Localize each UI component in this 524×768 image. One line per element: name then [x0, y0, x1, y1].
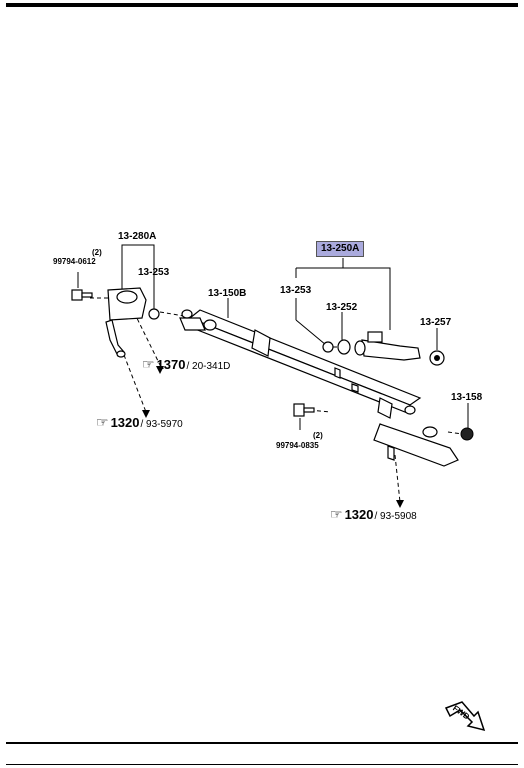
label-13-253-right: 13-253 [280, 285, 312, 296]
label-13-158: 13-158 [451, 392, 483, 403]
ref-1320-a-main: 1320 [110, 415, 140, 430]
rail-stub-1 [334, 367, 341, 379]
label-13-252: 13-252 [326, 302, 358, 313]
ref-1320-a-sub: / 93-5970 [140, 419, 183, 430]
rail-bracket-2 [377, 397, 393, 419]
label-13-253-left: 13-253 [138, 267, 170, 278]
ref-1370-main: 1370 [156, 357, 186, 372]
dash-to-1320a [123, 354, 147, 413]
arrowhead-1370 [156, 366, 164, 374]
bolt-left [71, 289, 93, 301]
label-qty-bottom: (2) [313, 431, 323, 440]
rail-bracket-1 [251, 329, 271, 357]
rail-hole-2 [203, 319, 217, 331]
ref-1370[interactable]: ☞ 1370 / 20-341D [142, 356, 230, 373]
pointing-hand-icon: ☞ [142, 356, 155, 372]
ref-1370-sub: / 20-341D [186, 361, 231, 372]
dash-to-1370 [127, 299, 161, 366]
rail-hole-3 [404, 405, 416, 415]
insulator-core [434, 355, 440, 361]
label-13-280a: 13-280A [118, 231, 157, 242]
leader-13-280a [121, 244, 155, 257]
dash-13-158 [447, 431, 463, 435]
label-13-150b: 13-150B [208, 288, 247, 299]
label-qty-left: (2) [92, 248, 102, 257]
pressure-regulator [105, 287, 147, 358]
label-13-257: 13-257 [420, 317, 452, 328]
bottom-rule-thin [6, 764, 518, 765]
ref-1320-a[interactable]: ☞ 1320 / 93-5970 [96, 414, 183, 431]
label-bolt-bottom: 99794-0835 [276, 441, 319, 450]
fuel-inlet-pipe [387, 445, 395, 461]
fwd-arrow-icon [444, 701, 486, 732]
label-bolt-left: 99794-0612 [53, 257, 96, 266]
leader-13-250a-bracket [296, 267, 391, 330]
ref-1320-b-main: 1320 [344, 507, 374, 522]
rail-hole-4 [422, 426, 438, 438]
arrowhead-1320b [396, 500, 404, 508]
top-rule [6, 3, 518, 7]
pointing-hand-icon: ☞ [330, 506, 343, 522]
bottom-rule [6, 742, 518, 744]
rail-end-bracket [373, 423, 459, 467]
rail-end-left [179, 317, 206, 331]
bolt-bottom [293, 403, 315, 417]
ref-1320-b-sub: / 93-5908 [374, 511, 417, 522]
dash-to-1320b [394, 454, 401, 503]
fuel-injector [354, 331, 421, 361]
o-ring-right [322, 341, 334, 353]
o-ring-13-252 [337, 339, 351, 355]
ref-1320-b[interactable]: ☞ 1320 / 93-5908 [330, 506, 417, 523]
arrowhead-1320a [142, 410, 150, 418]
leader-13-253-right-b [295, 319, 327, 346]
rail-stub-2 [351, 383, 359, 393]
rail-hole-1 [181, 309, 193, 319]
o-ring-left [148, 308, 160, 320]
pointing-hand-icon: ☞ [96, 414, 109, 430]
grommet-13-158 [460, 427, 474, 441]
callout-13-250a: 13-250A [316, 241, 365, 257]
